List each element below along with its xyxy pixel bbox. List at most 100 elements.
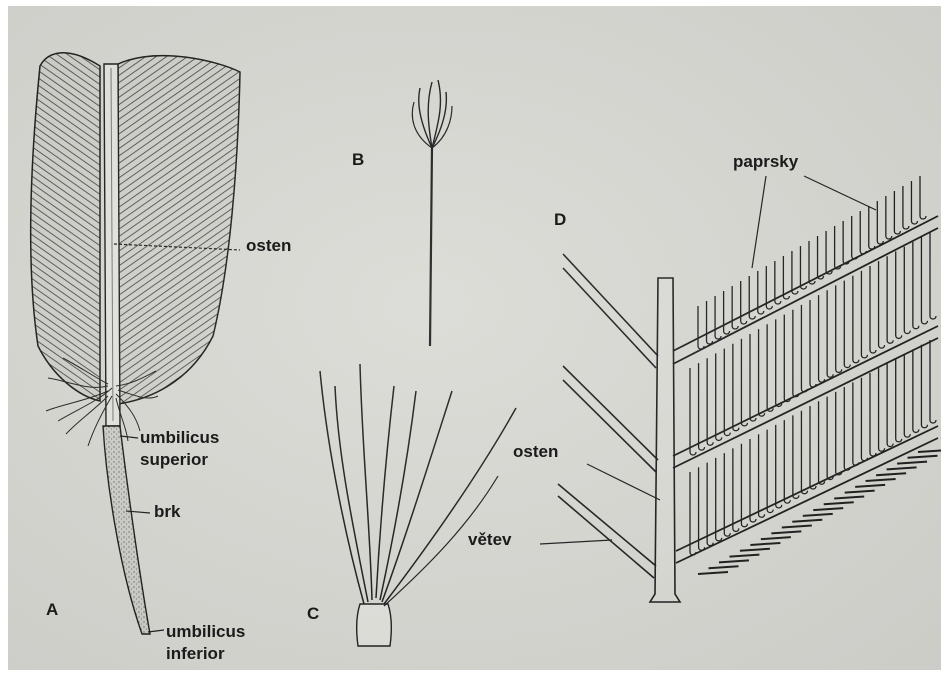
panel-letter-a: A [46,600,58,619]
barbule [896,251,902,338]
hooklet [876,473,906,475]
barbule [741,281,747,324]
hooklet [729,555,759,557]
barbule [844,387,850,470]
label-brk: brk [154,502,180,521]
hooklet [792,520,822,522]
barbule [835,226,841,269]
label-paprsky: paprsky [733,152,798,171]
barbule [886,196,892,239]
hooklet [719,560,749,562]
label-vetev: větev [468,530,511,549]
panel-letter-c: C [307,604,319,623]
hooklet [750,543,780,545]
feather-illustration [8,6,941,670]
barbule [741,444,747,527]
panel-letter-d: D [554,210,566,229]
barbule [819,401,825,484]
barbule [784,420,790,503]
barbule [793,415,799,498]
barbule [801,411,807,494]
barbule [690,368,696,455]
barbule [810,406,816,489]
barbule [827,290,833,377]
barbule [809,241,815,284]
barbule [903,186,909,229]
barbule [853,276,859,363]
label-osten-d: osten [513,442,558,461]
barbule [861,271,867,358]
barbule [733,448,739,531]
hooklet [740,549,770,551]
barbule [716,458,722,541]
label-osten-a: osten [246,236,291,255]
hooklet [855,485,885,487]
barbule [870,373,876,456]
barbule [836,392,842,475]
barbule [836,285,842,372]
barbule [930,340,936,423]
barbule [844,281,850,368]
hooklet [803,514,833,516]
barbule [724,349,730,436]
barbule [801,305,807,392]
barbule [759,434,765,517]
hooklet [708,566,738,568]
panel-letter-b: B [352,150,364,169]
barbule [861,378,867,461]
hooklet [887,467,917,469]
barbule [843,221,849,264]
barbules-row-2 [690,232,936,455]
barbule [896,359,902,442]
barbule [793,310,799,397]
barbule [870,266,876,353]
barbule [877,201,883,244]
barbule [732,286,738,329]
barbule [750,334,756,421]
barbule [699,363,705,450]
barbule [741,339,747,426]
barbule [750,439,756,522]
hooklet [897,462,927,464]
barbule [921,237,927,324]
barbule [784,315,790,402]
label-umbilicus-superior-1: umbilicus [140,428,219,447]
barbule [819,295,825,382]
barbule [767,324,773,411]
hooklet [834,496,864,498]
barbule [759,329,765,416]
barbule [810,300,816,387]
barbule [911,181,917,224]
barbule [724,453,730,536]
barbule [860,211,866,254]
label-umbilicus-inferior-1: umbilicus [166,622,245,641]
barbule [894,191,900,234]
hooklet [866,479,896,481]
barbule [852,216,858,259]
barbule [767,430,773,513]
hooklet [782,526,812,528]
barbule [930,232,936,319]
barbule [826,231,832,274]
hooklet [845,491,875,493]
hooklet [813,508,843,510]
panel-d-barb-structure [540,176,941,602]
panel-b-filoplume [412,80,452,346]
hooklet [771,531,801,533]
panel-c-down-feather [320,364,516,646]
hooklet [908,456,938,458]
barbule [715,296,721,339]
hooklet [824,502,854,504]
barbule [887,364,893,447]
hooklet [918,450,941,452]
panel-a-feather [31,53,240,634]
barbule [920,176,926,219]
illustration-frame: A B C D osten umbilicus superior brk umb… [8,6,941,670]
barbule [707,358,713,445]
barbule [904,354,910,437]
barbule [869,206,875,249]
barbule [913,349,919,432]
barbule [724,291,730,334]
barbule [733,344,739,431]
hooklet [761,537,791,539]
